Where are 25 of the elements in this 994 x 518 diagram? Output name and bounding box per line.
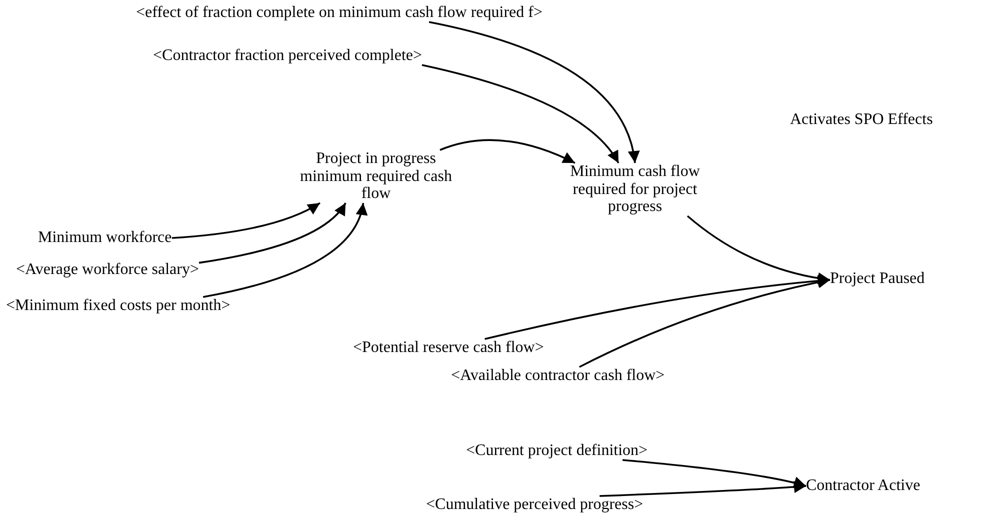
arrow (686, 215, 830, 284)
variable-label: Minimum workforce (38, 229, 172, 247)
arrow (422, 64, 620, 164)
variable-label: Project in progress minimum required cash flow (299, 150, 453, 203)
arrow (428, 21, 639, 164)
variable-label: Minimum cash flow required for project progress (569, 163, 701, 216)
variable-label: Activates SPO Effects (790, 110, 933, 130)
arrow (622, 459, 806, 489)
variable-label: <effect of fraction complete on minimum cash flow required f> (136, 4, 542, 22)
variable-label: <Average workforce salary> (16, 261, 199, 279)
arrow (600, 480, 806, 497)
variable-label: <Contractor fraction perceived complete> (153, 47, 422, 65)
variable-label: Project Paused (830, 270, 925, 288)
variable-label: <Current project definition> (466, 442, 648, 460)
arrow (202, 202, 367, 298)
variable-label: <Potential reserve cash flow> (353, 339, 544, 357)
variable-label: <Cumulative perceived progress> (426, 496, 644, 514)
arrow (172, 202, 320, 239)
arrow (579, 276, 830, 368)
arrow (484, 275, 830, 340)
variable-label: <Minimum fixed costs per month> (6, 297, 230, 315)
variable-label: <Available contractor cash flow> (451, 367, 665, 385)
variable-label: Contractor Active (806, 477, 920, 495)
arrow (198, 202, 346, 264)
arrow (440, 139, 576, 164)
